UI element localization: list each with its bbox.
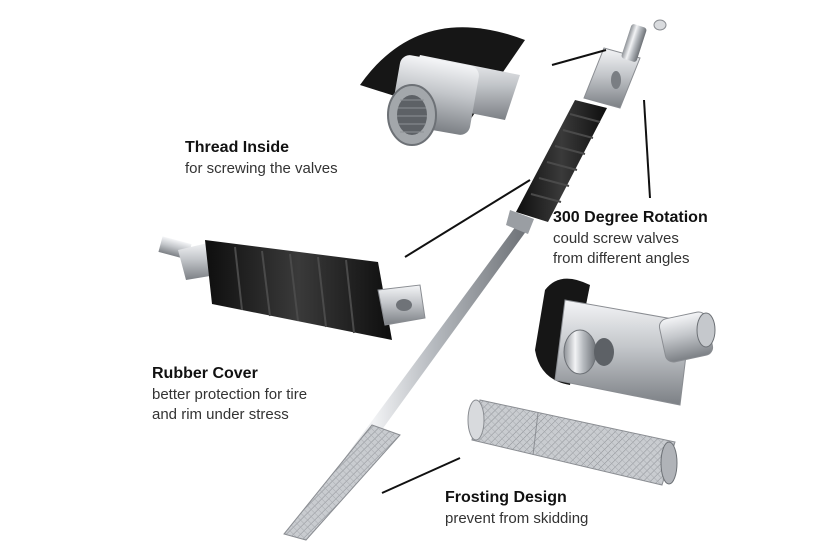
feature-title: Frosting Design [445, 489, 567, 506]
rubber-cover-detail-image [158, 236, 426, 340]
feature-title: Thread Inside [185, 139, 290, 156]
thread-inside-detail-image [360, 27, 525, 146]
leader-line-rubber [404, 179, 531, 258]
rotation-detail-image [535, 278, 716, 406]
feature-description: could screw valves from different angles [553, 229, 690, 267]
leader-line-rotation [643, 99, 651, 199]
feature-description: for screwing the valves [185, 159, 338, 177]
feature-description: prevent from skidding [445, 509, 589, 527]
feature-title: 300 Degree Rotation [553, 209, 708, 226]
feature-title: Rubber Cover [152, 365, 258, 382]
leader-line-thread [551, 49, 607, 66]
feature-description: better protection for tire and rim under… [152, 385, 308, 423]
leader-lines [381, 49, 651, 494]
feature-frosting-design: Frosting Design prevent from skidding [445, 487, 588, 529]
leader-line-frosting [381, 457, 461, 494]
valve-tool-main [283, 19, 667, 541]
feature-thread-inside: Thread Inside for screwing the valves [185, 137, 338, 179]
feature-rubber-cover: Rubber Cover better protection for tire … [152, 363, 307, 425]
frosting-detail-image [467, 399, 678, 486]
feature-rotation: 300 Degree Rotation could screw valves f… [553, 207, 708, 269]
